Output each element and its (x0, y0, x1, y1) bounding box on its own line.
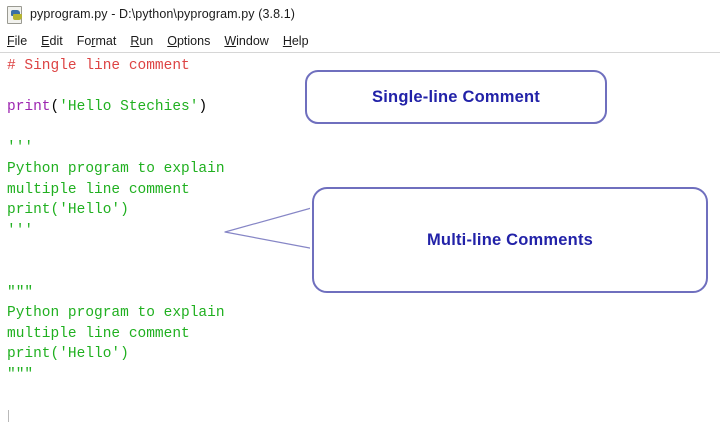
code-line (7, 262, 225, 283)
code-text[interactable]: # Single line comment print('Hello Stech… (7, 56, 225, 422)
menu-item-run[interactable]: Run (130, 34, 153, 48)
menubar-separator (0, 52, 720, 53)
code-token: print (7, 99, 51, 116)
menu-item-file[interactable]: File (7, 34, 27, 48)
menu-rest-options: ptions (176, 33, 211, 48)
code-token: # Single line comment (7, 58, 190, 74)
code-line: print('Hello') (7, 344, 225, 365)
code-line: ''' (7, 221, 225, 242)
menu-item-edit[interactable]: Edit (41, 34, 63, 48)
callout-multi-line-comments: Multi-line Comments (312, 187, 708, 293)
code-token: ''' (7, 140, 34, 157)
menu-item-format[interactable]: Format (77, 34, 117, 48)
callout-multi-line-label: Multi-line Comments (426, 230, 594, 249)
text-caret (8, 410, 9, 422)
code-token: print('Hello') (7, 202, 129, 219)
code-line: """ (7, 283, 225, 304)
menu-mnemonic-file: F (7, 33, 15, 48)
code-line (7, 386, 225, 407)
code-line: # Single line comment (7, 56, 225, 77)
menu-mnemonic-window: W (224, 33, 237, 48)
code-line: ''' (7, 138, 225, 159)
code-token: """ (7, 284, 34, 301)
code-token: Python program to explain (7, 160, 225, 177)
menu-item-window[interactable]: Window (224, 34, 268, 48)
code-line: Python program to explain (7, 159, 225, 180)
menu-mnemonic-options: O (167, 33, 177, 48)
menu-mnemonic-edit: E (41, 33, 50, 48)
code-line: multiple line comment (7, 324, 225, 345)
code-token: """ (7, 366, 34, 383)
menu-item-options[interactable]: Options (167, 34, 210, 48)
code-line: print('Hello') (7, 200, 225, 221)
code-token: print('Hello') (7, 346, 129, 363)
code-token: multiple line comment (7, 181, 190, 198)
window-title: pyprogram.py - D:\python\pyprogram.py (3… (30, 7, 296, 21)
code-line (7, 77, 225, 98)
menu-mnemonic-format: r (91, 33, 96, 48)
menu-rest-run: un (139, 33, 154, 48)
code-line: """ (7, 365, 225, 386)
python-file-icon (6, 5, 23, 24)
menu-mnemonic-help: H (282, 33, 292, 48)
code-token: ( (50, 99, 60, 116)
callout-single-line-comment: Single-line Comment (305, 70, 607, 124)
menu-rest-file: ile (14, 33, 28, 48)
menu-mnemonic-run: R (130, 33, 140, 48)
code-token: 'Hello Stechies' (59, 99, 199, 116)
code-line: Python program to explain (7, 303, 225, 324)
code-line (7, 241, 225, 262)
menu-rest-format: mat (95, 33, 117, 48)
menubar: File Edit Format Run Options Window Help (0, 30, 720, 51)
menu-item-help[interactable]: Help (283, 34, 309, 48)
menu-pre-format: Fo (76, 33, 92, 48)
code-line: print('Hello Stechies') (7, 97, 225, 118)
callout-single-line-label: Single-line Comment (372, 87, 540, 106)
code-line: multiple line comment (7, 180, 225, 201)
window-titlebar: pyprogram.py - D:\python\pyprogram.py (3… (0, 0, 720, 28)
menu-rest-window: indow (236, 33, 269, 48)
menu-rest-help: elp (291, 33, 309, 48)
code-line (7, 118, 225, 139)
code-token: Python program to explain (7, 305, 225, 322)
code-token: ) (198, 99, 208, 116)
code-token: multiple line comment (7, 325, 190, 342)
menu-rest-edit: dit (49, 33, 63, 48)
code-line (7, 406, 225, 422)
code-token: ''' (7, 222, 34, 239)
